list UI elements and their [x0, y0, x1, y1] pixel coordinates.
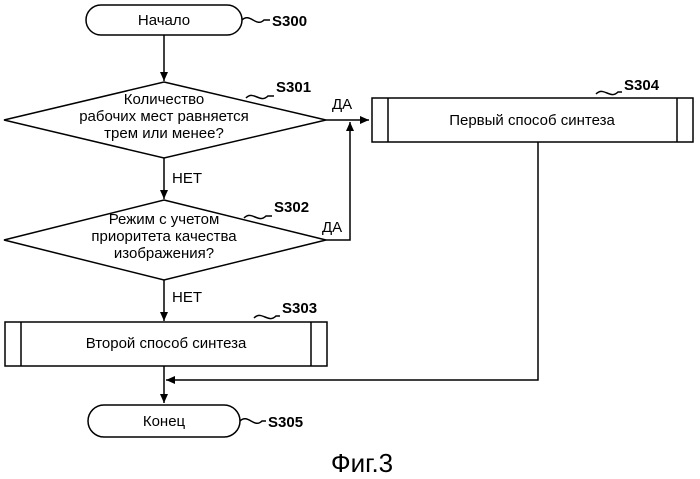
figure-caption: Фиг.3 — [331, 448, 393, 478]
decision1-step-label: S301 — [276, 79, 311, 96]
start-step-label: S300 — [272, 13, 307, 30]
start-node: Начало — [86, 5, 242, 35]
end-step-label: S305 — [268, 414, 303, 431]
end-label: Конец — [143, 413, 186, 430]
decision2-line1: Режим с учетом — [109, 211, 220, 228]
decision1-line3: трем или менее? — [104, 125, 224, 142]
decision2-step-leader — [244, 215, 272, 218]
decision1-line2: рабочих мест равняется — [79, 108, 249, 125]
decision2-line2: приоритета качества — [91, 228, 237, 245]
process2-step-leader — [254, 315, 280, 318]
process2-label: Второй способ синтеза — [86, 335, 247, 352]
decision1-line1: Количество — [124, 91, 205, 108]
start-label: Начало — [138, 12, 190, 29]
process1-node: Первый способ синтеза — [372, 98, 693, 142]
decision1-step-leader — [246, 95, 274, 98]
process2-node: Второй способ синтеза — [5, 322, 327, 366]
decision2-line3: изображения? — [114, 245, 214, 262]
no1-label: НЕТ — [172, 170, 202, 187]
decision2-step-label: S302 — [274, 199, 309, 216]
end-node: Конец — [88, 405, 240, 437]
start-step-leader — [242, 18, 270, 23]
yes1-label: ДА — [332, 96, 352, 113]
process1-label: Первый способ синтеза — [449, 112, 615, 129]
process2-step-label: S303 — [282, 300, 317, 317]
process1-step-leader — [596, 91, 622, 94]
end-step-leader — [240, 419, 266, 424]
no2-label: НЕТ — [172, 289, 202, 306]
process1-step-label: S304 — [624, 77, 660, 94]
yes2-label: ДА — [322, 219, 342, 236]
